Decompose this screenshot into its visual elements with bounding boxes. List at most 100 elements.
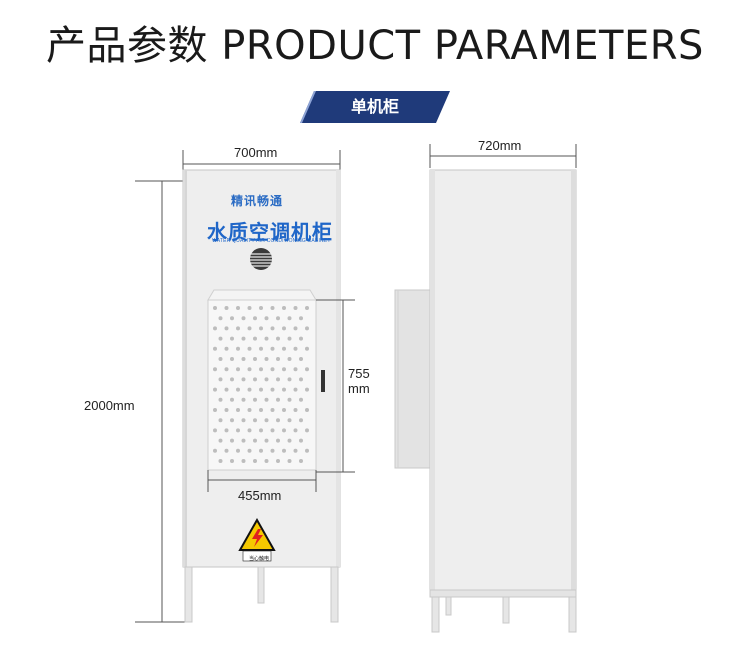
perforation-hole (282, 387, 286, 392)
perforation-hole (282, 448, 286, 453)
perforation-hole (230, 377, 234, 382)
perforation-hole (305, 387, 309, 392)
perforation-hole (293, 448, 298, 453)
perforation-hole (247, 428, 252, 433)
perforation-hole (247, 448, 252, 453)
perforation-hole (287, 336, 292, 341)
perforation-hole (218, 336, 223, 341)
perforation-hole (230, 336, 234, 341)
perforation-hole (305, 367, 309, 372)
perforation-hole (305, 428, 309, 433)
perforation-hole (253, 418, 257, 423)
front-width-label: 700mm (234, 145, 278, 160)
perforation-hole (270, 387, 275, 392)
panel-height-dimension-line (316, 299, 355, 473)
perforation-hole (276, 438, 280, 443)
warning-label: 当心触电 (249, 556, 270, 562)
perforation-hole (241, 418, 246, 423)
perforation-hole (287, 418, 292, 423)
side-cabinet-legs (431, 596, 577, 633)
perforation-hole (305, 408, 309, 412)
panel-height-value: 755 (348, 366, 370, 381)
perforation-hole (270, 326, 275, 331)
perforation-hole (213, 408, 217, 412)
perforation-hole (236, 326, 240, 331)
cabinet-name: 水质空调机柜 (207, 220, 333, 244)
badge-shape (300, 91, 450, 123)
perforation-hole (299, 397, 303, 402)
perforation-hole (253, 459, 257, 463)
perforation-hole (224, 326, 229, 331)
perforation-hole (293, 326, 298, 331)
perforation-hole (253, 397, 257, 402)
side-depth-dimension-line (429, 144, 577, 168)
perforation-hole (293, 408, 298, 412)
perforation-hole (247, 367, 252, 372)
perforation-hole (270, 428, 275, 433)
perforation-hole (287, 357, 292, 361)
front-cabinet-legs (184, 566, 339, 623)
perforation-hole (276, 377, 280, 382)
perforation-hole (236, 367, 240, 372)
panel-width-dimension-line (207, 470, 317, 492)
perforation-hole (276, 397, 280, 402)
perforation-hole (299, 459, 303, 463)
front-width-dimension-line (182, 150, 341, 172)
panel-height-unit: mm (348, 381, 370, 396)
perforation-hole (253, 438, 257, 443)
perforation-hole (264, 459, 269, 463)
perforation-hole (236, 448, 240, 453)
perforation-hole (218, 357, 223, 361)
perforation-hole (293, 367, 298, 372)
perforation-hole (270, 448, 275, 453)
perforation-hole (224, 428, 229, 433)
front-cabinet (182, 169, 341, 623)
perforation-hole (230, 418, 234, 423)
perforation-hole (259, 428, 263, 433)
perforation-hole (236, 306, 240, 310)
perforation-hole (224, 448, 229, 453)
perforation-hole (259, 387, 263, 392)
perforation-hole (230, 357, 234, 361)
perforation-hole (276, 336, 280, 341)
page-title: 产品参数 PRODUCT PARAMETERS (46, 23, 704, 69)
perforation-hole (259, 367, 263, 372)
perforation-hole (241, 438, 246, 443)
perforation-hole (305, 326, 309, 331)
panel-height-label: 755 mm (348, 366, 370, 396)
perforation-hole (218, 316, 223, 321)
perforation-hole (299, 357, 303, 361)
perforation-hole (218, 459, 223, 463)
perforation-hole (213, 326, 217, 331)
perforation-hole (282, 428, 286, 433)
perforation-hole (224, 306, 229, 310)
perforation-hole (293, 428, 298, 433)
badge-label: 单机柜 (350, 97, 399, 116)
perforation-hole (241, 316, 246, 321)
perforation-hole (287, 377, 292, 382)
vent-grille (250, 248, 272, 270)
perforation-hole (305, 346, 309, 351)
perforation-hole (270, 346, 275, 351)
perforation-hole (224, 408, 229, 412)
height-dimension-label: 2000mm (84, 398, 135, 413)
perforation-hole (305, 448, 309, 453)
perforation-hole (276, 459, 280, 463)
perforation-hole (264, 357, 269, 361)
perforation-hole (213, 306, 217, 310)
perforation-hole (299, 377, 303, 382)
perforation-hole (236, 428, 240, 433)
perforation-hole (293, 387, 298, 392)
perforation-hole (287, 459, 292, 463)
perforation-hole (293, 306, 298, 310)
perforation-hole (230, 316, 234, 321)
perforation-hole (213, 448, 217, 453)
perforation-hole (230, 397, 234, 402)
perforation-hole (264, 336, 269, 341)
perforation-hole (213, 346, 217, 351)
perforation-hole (299, 418, 303, 423)
perforation-hole (259, 408, 263, 412)
perforation-hole (224, 346, 229, 351)
perforation-hole (213, 367, 217, 372)
